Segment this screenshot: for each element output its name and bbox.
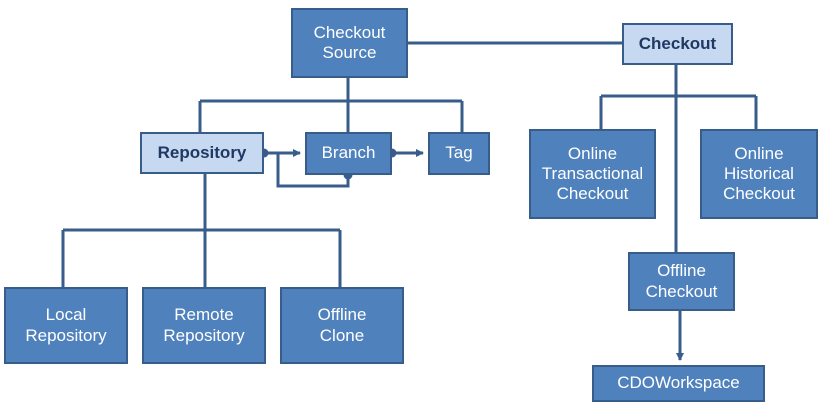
node-repository-label: Repository (157, 142, 247, 162)
node-cdo-workspace[interactable]: CDOWorkspace (592, 365, 765, 402)
node-checkout[interactable]: Checkout (622, 23, 733, 65)
node-checkout-source-label: Checkout Source (313, 22, 386, 62)
node-local-repository-label: Local Repository (25, 305, 107, 345)
node-tag[interactable]: Tag (428, 132, 490, 175)
node-offline-checkout[interactable]: Offline Checkout (628, 252, 735, 311)
node-offline-clone-label: Offline Clone (317, 305, 367, 345)
node-branch-label: Branch (321, 143, 376, 163)
node-checkout-source[interactable]: Checkout Source (291, 8, 408, 78)
node-online-transactional-checkout-label: Online Transactional Checkout (541, 143, 644, 204)
node-offline-checkout-label: Offline Checkout (645, 261, 718, 301)
node-checkout-label: Checkout (638, 33, 717, 53)
node-local-repository[interactable]: Local Repository (4, 287, 128, 364)
node-branch[interactable]: Branch (305, 132, 392, 175)
node-repository[interactable]: Repository (140, 132, 264, 174)
node-online-historical-checkout[interactable]: Online Historical Checkout (700, 129, 818, 219)
node-tag-label: Tag (445, 143, 473, 163)
node-remote-repository[interactable]: Remote Repository (142, 287, 266, 364)
node-remote-repository-label: Remote Repository (163, 305, 245, 345)
node-online-historical-checkout-label: Online Historical Checkout (723, 143, 795, 204)
node-online-transactional-checkout[interactable]: Online Transactional Checkout (529, 129, 656, 219)
node-offline-clone[interactable]: Offline Clone (280, 287, 404, 364)
node-cdo-workspace-label: CDOWorkspace (617, 373, 740, 393)
